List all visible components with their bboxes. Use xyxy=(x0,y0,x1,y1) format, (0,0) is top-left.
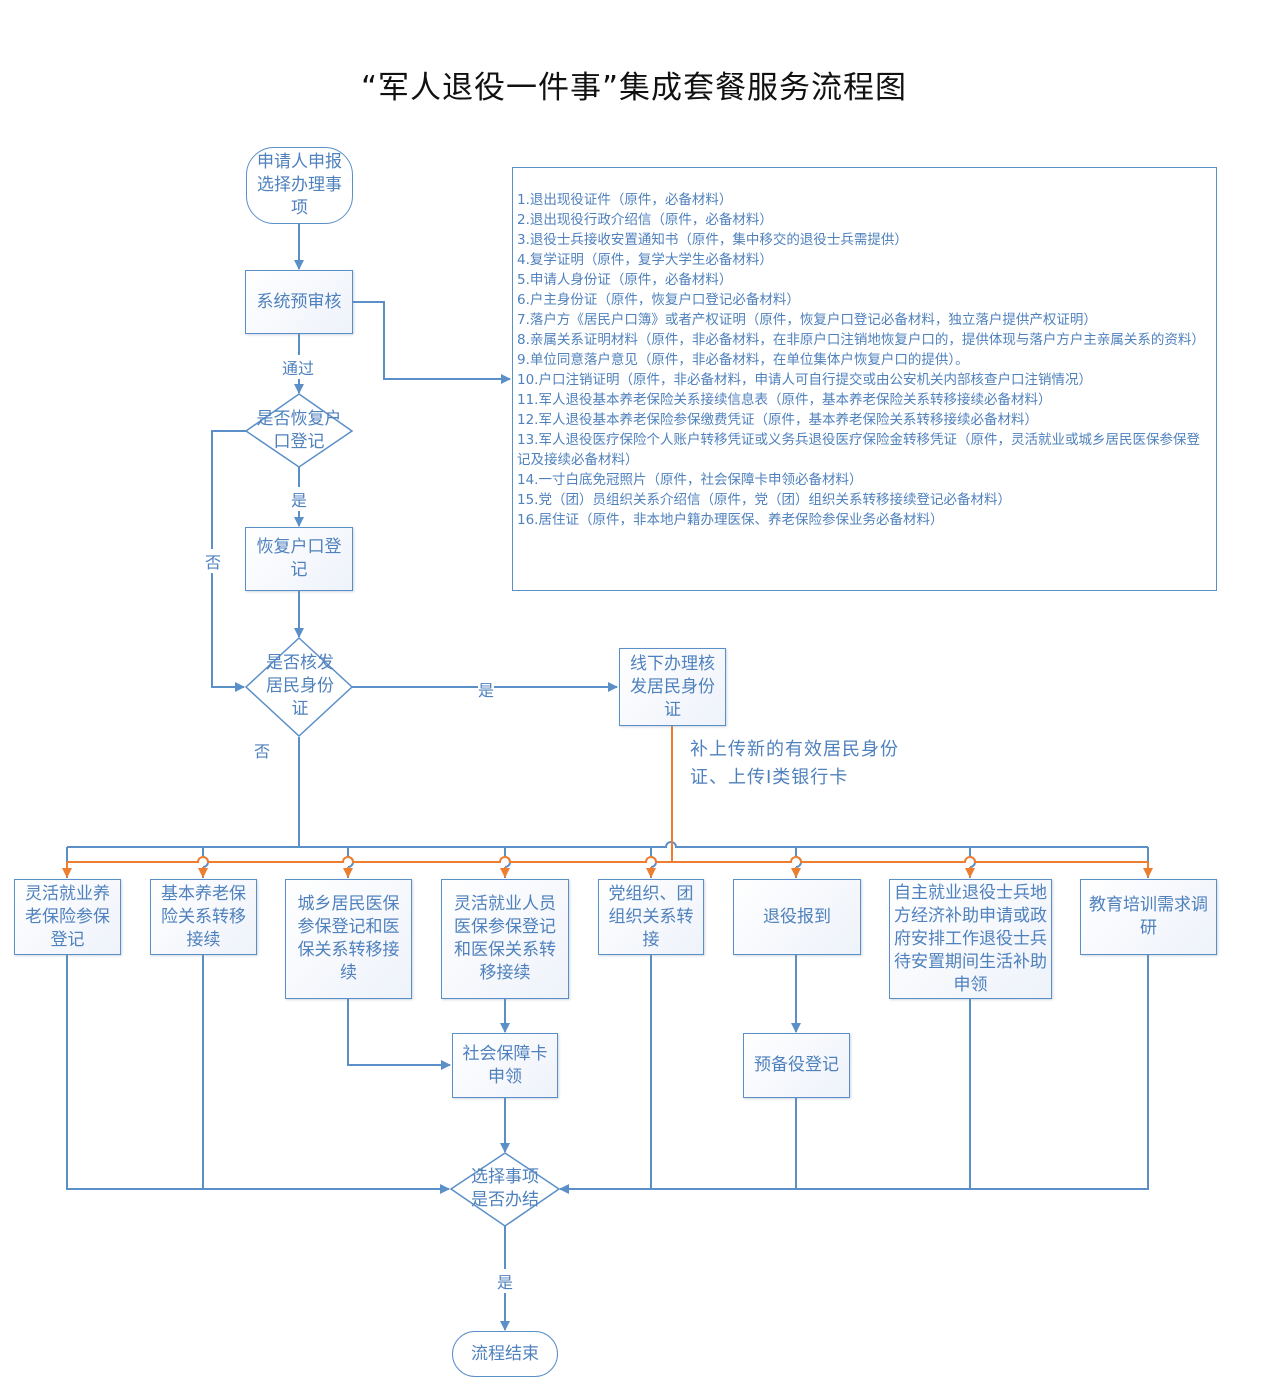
decision-restore-shape xyxy=(244,393,354,468)
material-item: 11.军人退役基本养老保险关系接续信息表（原件，基本养老保险关系转移接续必备材料… xyxy=(517,392,1052,408)
orange-bus xyxy=(67,856,1148,863)
reserve-registration-node[interactable]: 预备役登记 xyxy=(743,1033,850,1098)
item-subsidy[interactable]: 自主就业退役士兵地方经济补助申请或政府安排工作退役士兵待安置期间生活补助申领 xyxy=(889,879,1052,999)
edge-right-done xyxy=(559,955,1149,1194)
material-item: 14.一寸白底免冠照片（原件，社会保障卡申领必备材料） xyxy=(517,472,863,488)
upload-note: 补上传新的有效居民身份证、上传Ⅰ类银行卡 xyxy=(690,739,899,788)
item-retirement-report[interactable]: 退役报到 xyxy=(733,879,861,955)
material-item: 9.单位同意落户意见（原件，非必备材料，在单位集体户恢复户口的提供）。 xyxy=(517,352,969,368)
offline-id-node[interactable]: 线下办理核发居民身份证 xyxy=(619,648,726,726)
material-item: 7.落户方《居民户口簿》或者产权证明（原件，恢复户口登记必备材料，独立落户提供产… xyxy=(517,312,1097,328)
material-item: 1.退出现役证件（原件，必备材料） xyxy=(517,192,733,208)
material-item: 13.军人退役医疗保险个人账户转移凭证或义务兵退役医疗保险金转移凭证（原件，灵活… xyxy=(517,432,1200,468)
label-id-no: 否 xyxy=(254,742,271,761)
label-done-yes: 是 xyxy=(497,1269,514,1293)
label-restore-no: 否 xyxy=(205,549,222,573)
decision-done-node[interactable]: 选择事项是否办结 xyxy=(471,1167,539,1210)
label-restore-yes: 是 xyxy=(291,487,308,511)
decision-done-shape xyxy=(449,1152,561,1227)
material-item: 2.退出现役行政介绍信（原件，必备材料） xyxy=(517,212,773,228)
item-flexible-pension[interactable]: 灵活就业养老保险参保登记 xyxy=(14,879,121,955)
precheck-node[interactable]: 系统预审核 xyxy=(245,270,353,334)
material-item: 5.申请人身份证（原件，必备材料） xyxy=(517,272,733,288)
material-item: 10.户口注销证明（原件，非必备材料，申请人可自行提交或由公安机关内部核查户口注… xyxy=(517,372,1092,388)
page-title: “军人退役一件事”集成套餐服务流程图 xyxy=(360,70,908,106)
blue-bus xyxy=(67,841,1148,848)
material-item: 8.亲属关系证明材料（原件，非必备材料，在非原户口注销地恢复户口的，提供体现与落… xyxy=(517,332,1205,348)
item-pension-transfer[interactable]: 基本养老保险关系转移接续 xyxy=(150,879,257,955)
material-item: 12.军人退役基本养老保险参保缴费凭证（原件，基本养老保险关系转移接续必备材料） xyxy=(517,412,1038,428)
decision-id-shape xyxy=(244,636,354,738)
end-node[interactable]: 流程结束 xyxy=(452,1331,558,1377)
start-node[interactable]: 申请人申报选择办理事项 xyxy=(246,147,353,224)
item-training-survey[interactable]: 教育培训需求调研 xyxy=(1080,879,1217,955)
label-id-yes: 是 xyxy=(478,677,495,701)
social-card-node[interactable]: 社会保障卡申领 xyxy=(452,1033,558,1098)
material-item: 15.党（团）员组织关系介绍信（原件，党（团）组织关系转移接续登记必备材料） xyxy=(517,492,1011,508)
item-flexible-medical[interactable]: 灵活就业人员医保参保登记和医保关系转移接续 xyxy=(441,879,569,999)
edge-item1-done xyxy=(66,955,450,1194)
edge-precheck-materials xyxy=(352,301,511,384)
item-party-transfer[interactable]: 党组织、团组织关系转接 xyxy=(598,879,704,955)
material-item: 6.户主身份证（原件，恢复户口登记必备材料） xyxy=(517,292,800,308)
materials-list: 1.退出现役证件（原件，必备材料） 2.退出现役行政介绍信（原件，必备材料） 3… xyxy=(512,167,1217,591)
restore-registration-node[interactable]: 恢复户口登记 xyxy=(245,527,353,591)
decision-restore-node[interactable]: 是否恢复户口登记 xyxy=(256,409,342,452)
material-item: 3.退役士兵接收安置通知书（原件，集中移交的退役士兵需提供） xyxy=(517,232,908,248)
material-item: 4.复学证明（原件，复学大学生必备材料） xyxy=(517,252,773,268)
material-item: 16.居住证（原件，非本地户籍办理医保、养老保险参保业务必备材料） xyxy=(517,512,944,528)
edge-item3-card xyxy=(347,999,451,1070)
item-resident-medical[interactable]: 城乡居民医保参保登记和医保关系转移接续 xyxy=(285,879,412,999)
label-pass: 通过 xyxy=(282,355,315,379)
decision-id-node[interactable]: 是否核发居民身份证 xyxy=(266,652,334,719)
